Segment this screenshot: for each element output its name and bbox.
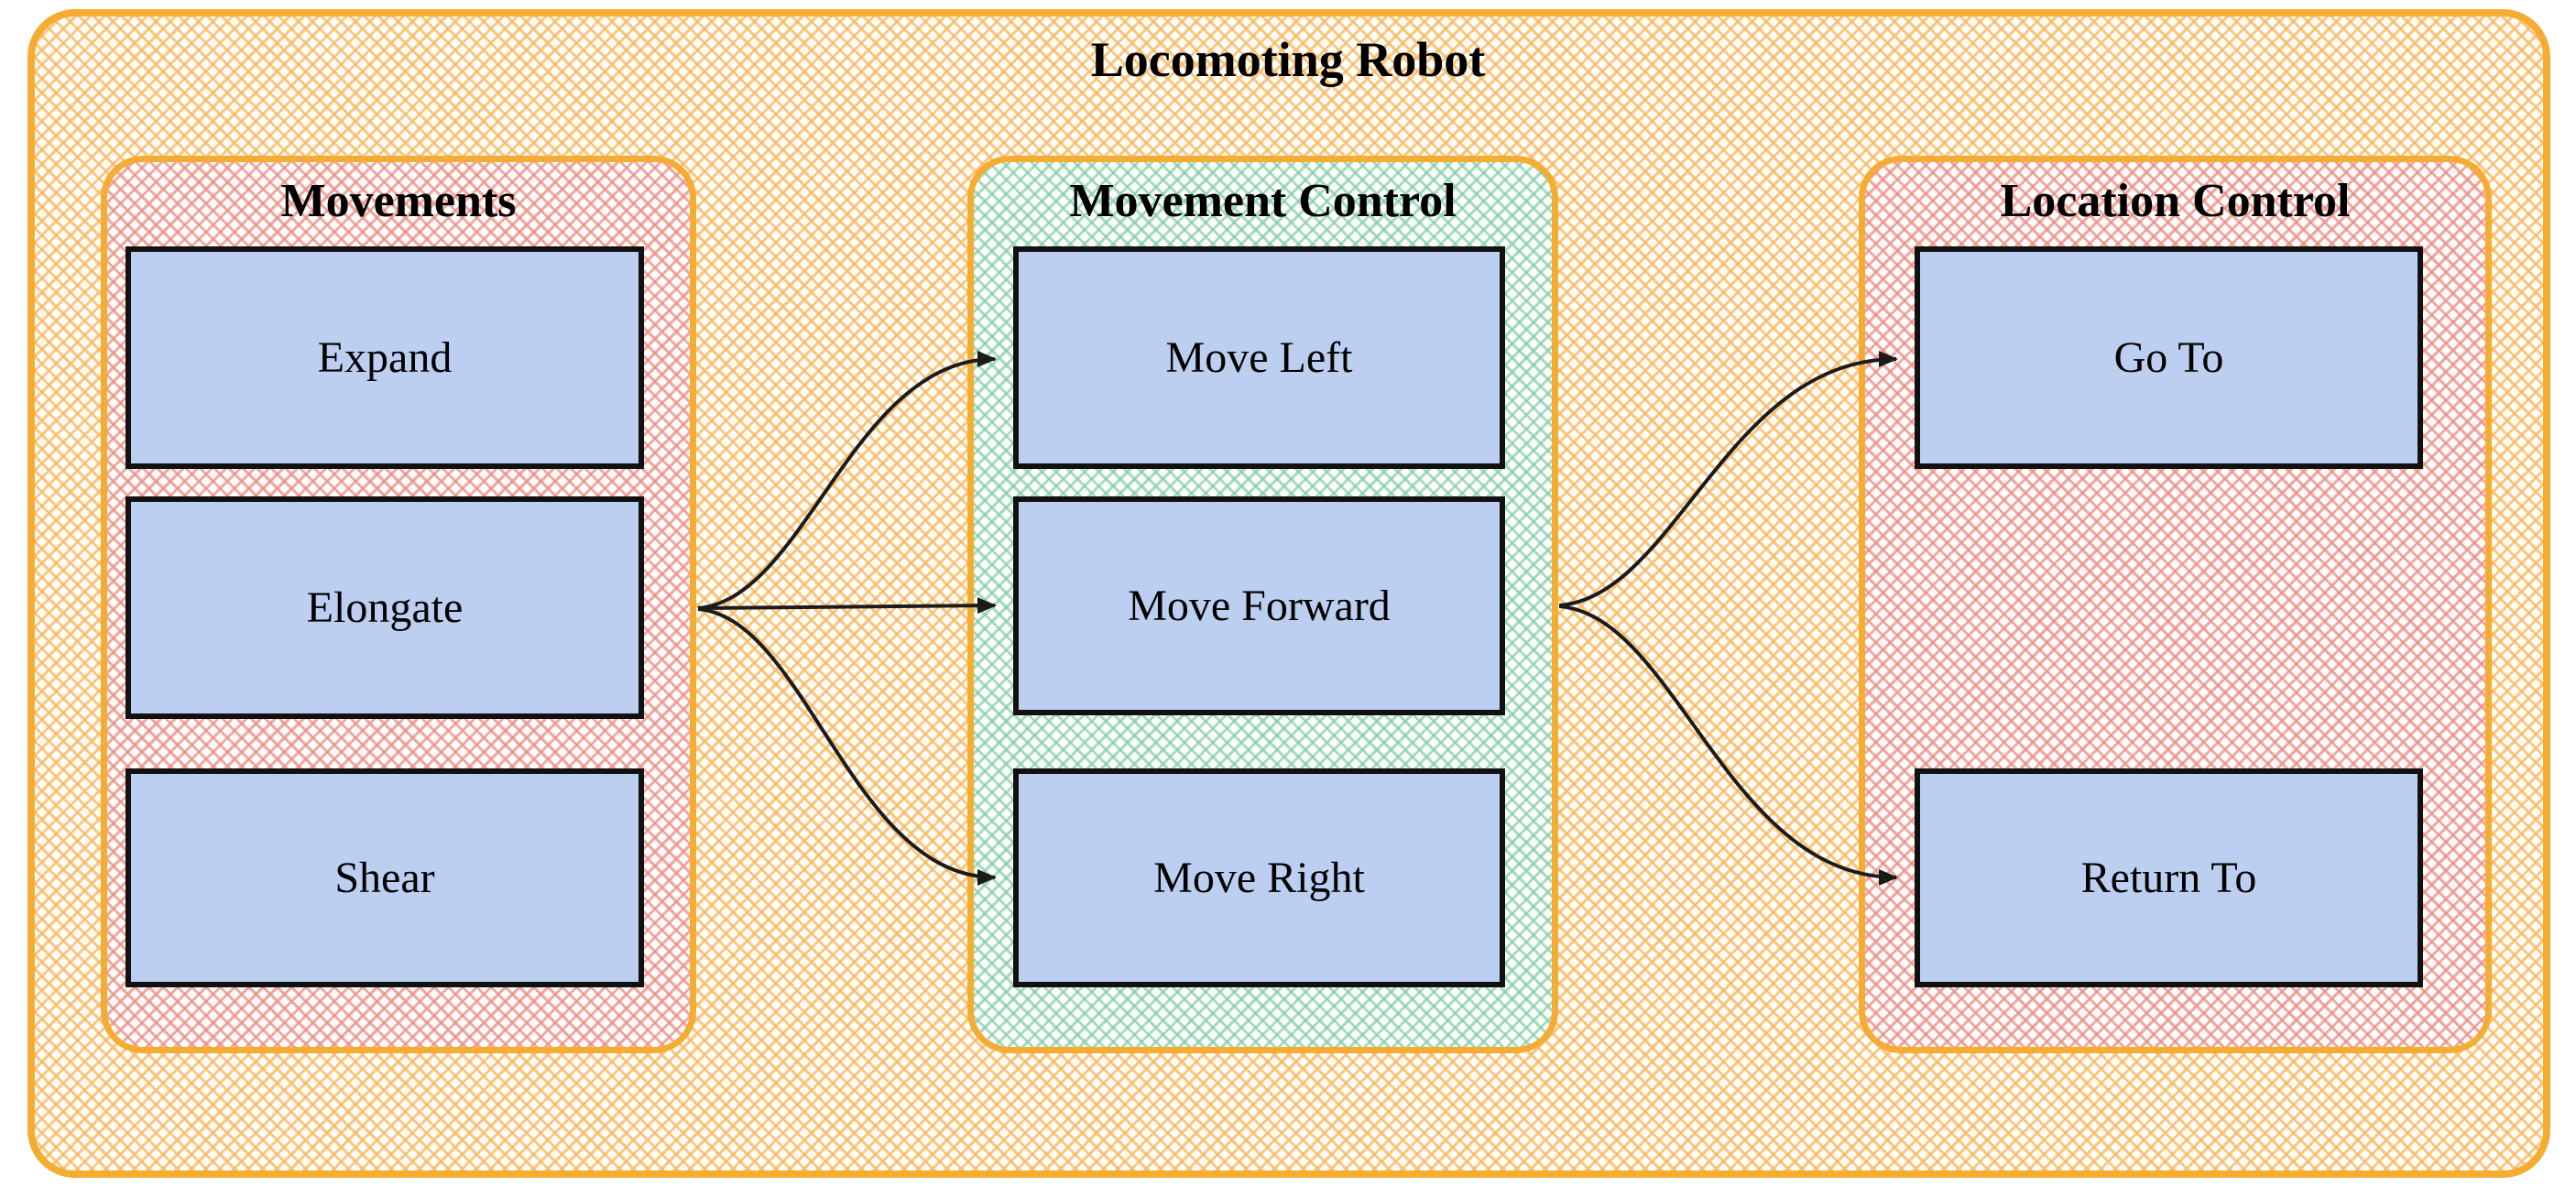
- node-label: Move Left: [1165, 333, 1353, 382]
- node-label: Shear: [334, 854, 435, 902]
- node-expand: Expand: [126, 246, 644, 469]
- group-movement-control-title: Movement Control: [1069, 175, 1457, 227]
- node-go-to: Go To: [1915, 246, 2423, 469]
- node-return-to: Return To: [1915, 768, 2423, 987]
- node-move-forward: Move Forward: [1013, 496, 1505, 715]
- node-move-right: Move Right: [1013, 768, 1505, 987]
- node-label: Expand: [317, 333, 453, 382]
- group-location-control-title: Location Control: [2000, 175, 2351, 227]
- node-move-left: Move Left: [1013, 246, 1505, 469]
- node-label: Move Right: [1153, 854, 1365, 902]
- node-label: Go To: [2113, 333, 2224, 382]
- node-label: Elongate: [306, 583, 464, 632]
- group-location-control: Location Control Go To Return To: [1859, 156, 2492, 1053]
- node-label: Move Forward: [1128, 582, 1391, 630]
- group-movement-control: Movement Control Move Left Move Forward …: [967, 156, 1558, 1053]
- node-shear: Shear: [126, 768, 644, 987]
- group-movements-title: Movements: [280, 175, 517, 227]
- node-label: Return To: [2080, 854, 2257, 902]
- diagram-title: Locomoting Robot: [1090, 32, 1486, 87]
- group-movements: Movements Expand Elongate Shear: [101, 156, 696, 1053]
- node-elongate: Elongate: [126, 496, 644, 719]
